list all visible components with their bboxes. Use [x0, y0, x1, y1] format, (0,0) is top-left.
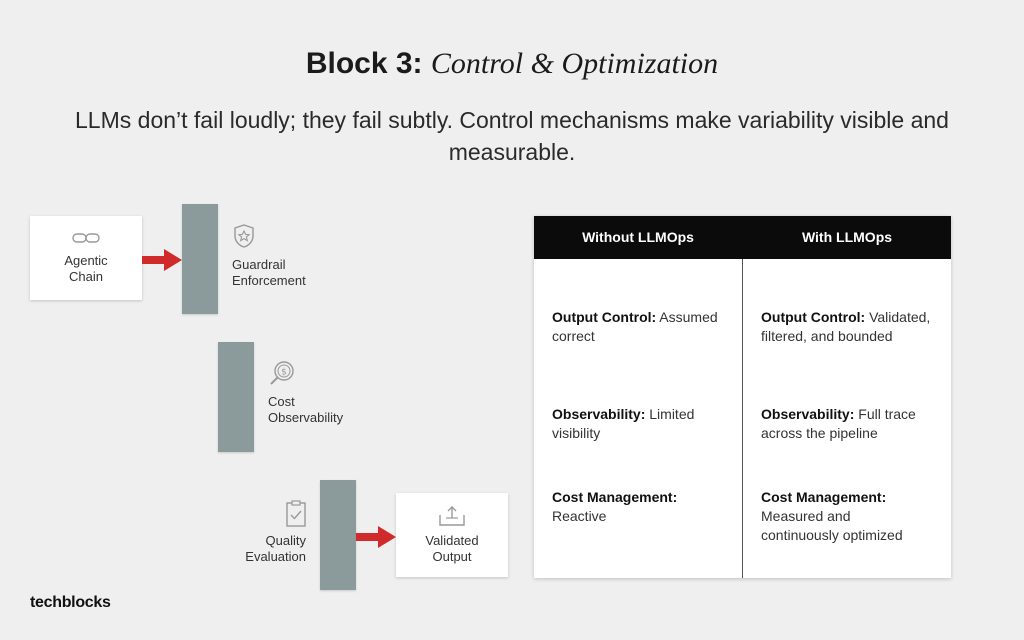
page-subtitle: LLMs don’t fail loudly; they fail subtly…: [75, 107, 949, 165]
cost-line1: Cost: [268, 394, 295, 409]
quality-line2: Evaluation: [245, 549, 306, 564]
cell-without-observability: Observability: Limited visibility: [552, 405, 734, 443]
desc: Full trace across the pipeline: [761, 406, 916, 441]
cost-bar: [218, 342, 254, 452]
shield-star-icon: [234, 224, 254, 248]
validated-output-card: Validated Output: [396, 493, 508, 577]
column-divider: [742, 259, 743, 578]
guardrail-bar: [182, 204, 218, 314]
quality-label: Quality Evaluation: [232, 533, 306, 565]
clipboard-check-icon: [286, 500, 306, 527]
link-icon: [72, 233, 100, 243]
cell-with-cost: Cost Management: Measured and continuous…: [761, 488, 921, 545]
cell-without-output: Output Control: Assumed correct: [552, 308, 734, 346]
term: Cost Management:: [552, 489, 678, 505]
cost-label: Cost Observability: [268, 394, 343, 426]
upload-tray-icon: [439, 506, 465, 526]
term: Cost Management:: [761, 489, 887, 505]
guardrail-line1: Guardrail: [232, 257, 286, 272]
quality-bar: [320, 480, 356, 590]
cost-line2: Observability: [268, 410, 344, 425]
cell-with-output: Output Control: Validated, filtered, and…: [761, 308, 941, 346]
term: Observability:: [552, 406, 646, 422]
cell-without-cost: Cost Management: Reactive: [552, 488, 702, 526]
header-with: With LLMOps: [801, 229, 893, 245]
agentic-chain-card: Agentic Chain: [30, 216, 142, 300]
desc: Reactive: [552, 508, 607, 524]
quality-line1: Quality: [265, 533, 306, 548]
header-without: Without LLMOps: [582, 229, 694, 245]
validated-line1: Validated: [425, 533, 479, 548]
term: Output Control:: [761, 309, 866, 325]
magnifier-dollar-icon: $: [270, 361, 294, 385]
techblocks-logo: techblocks: [30, 594, 111, 611]
validated-line2: Output: [432, 549, 472, 564]
agentic-line2: Chain: [69, 269, 103, 284]
comparison-table: Without LLMOps With LLMOps Output Contro…: [534, 216, 951, 578]
agentic-line1: Agentic: [64, 253, 108, 268]
title-bold: Block 3:: [305, 47, 423, 80]
desc: Limited visibility: [552, 406, 695, 441]
desc: Assumed correct: [552, 309, 718, 344]
cell-with-observability: Observability: Full trace across the pip…: [761, 405, 941, 443]
page-title: Block 3: Control & Optimization: [0, 44, 1024, 84]
title-italic: Control & Optimization: [430, 47, 719, 80]
guardrail-label: Guardrail Enforcement: [232, 257, 306, 289]
term: Observability:: [761, 406, 855, 422]
table-header: Without LLMOps With LLMOps: [534, 216, 951, 259]
arrow-right-icon-2: [356, 526, 396, 548]
term: Output Control:: [552, 309, 657, 325]
guardrail-line2: Enforcement: [232, 273, 306, 288]
desc: Validated, filtered, and bounded: [761, 309, 931, 344]
svg-text:$: $: [281, 368, 287, 378]
desc: Measured and continuously optimized: [761, 508, 903, 543]
arrow-right-icon: [142, 249, 182, 271]
